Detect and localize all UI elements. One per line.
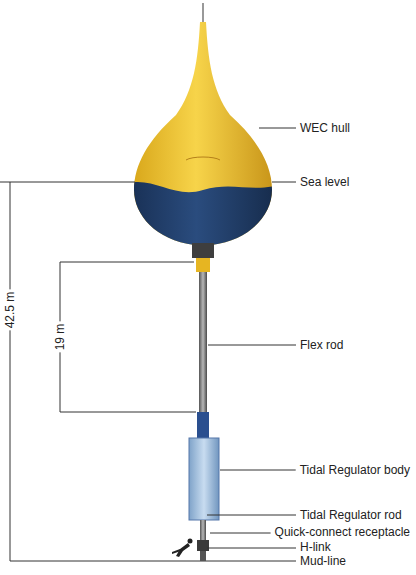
part-label: Tidal Regulator body [300,463,410,477]
part-label: Flex rod [300,338,343,352]
quick-connect [197,540,209,551]
flex-rod [199,272,207,414]
rod-joint [196,258,210,272]
leader-line [210,533,271,534]
dimension-tick [60,262,194,263]
part-label: Mud-line [300,554,346,568]
leader-line [207,515,296,516]
leader-line [259,128,296,129]
dimension-line [10,182,11,561]
part-label: Sea level [300,175,349,189]
hull-logo-mark [186,157,220,160]
h-link [200,551,206,561]
dimension-tick [60,412,196,413]
antenna [202,3,204,24]
hull-bottom [120,181,290,260]
leader-line [250,561,296,562]
leader-line [207,548,296,549]
diver-figure [172,539,193,558]
part-label: Quick-connect receptacle [275,525,410,539]
part-label: Tidal Regulator rod [300,508,402,522]
part-label: H-link [300,540,331,554]
mud-line [10,561,250,562]
part-label: WEC hull [300,121,350,135]
leader-line [220,470,296,471]
tidal-regulator-body [189,438,219,520]
sea-level-line [0,182,135,183]
dimension-label: 42.5 m [2,290,18,331]
leader-line [272,182,296,183]
dimension-label: 19 m [52,322,68,353]
hull-connector [192,243,214,258]
regulator-top [197,412,209,440]
leader-line [208,345,296,346]
